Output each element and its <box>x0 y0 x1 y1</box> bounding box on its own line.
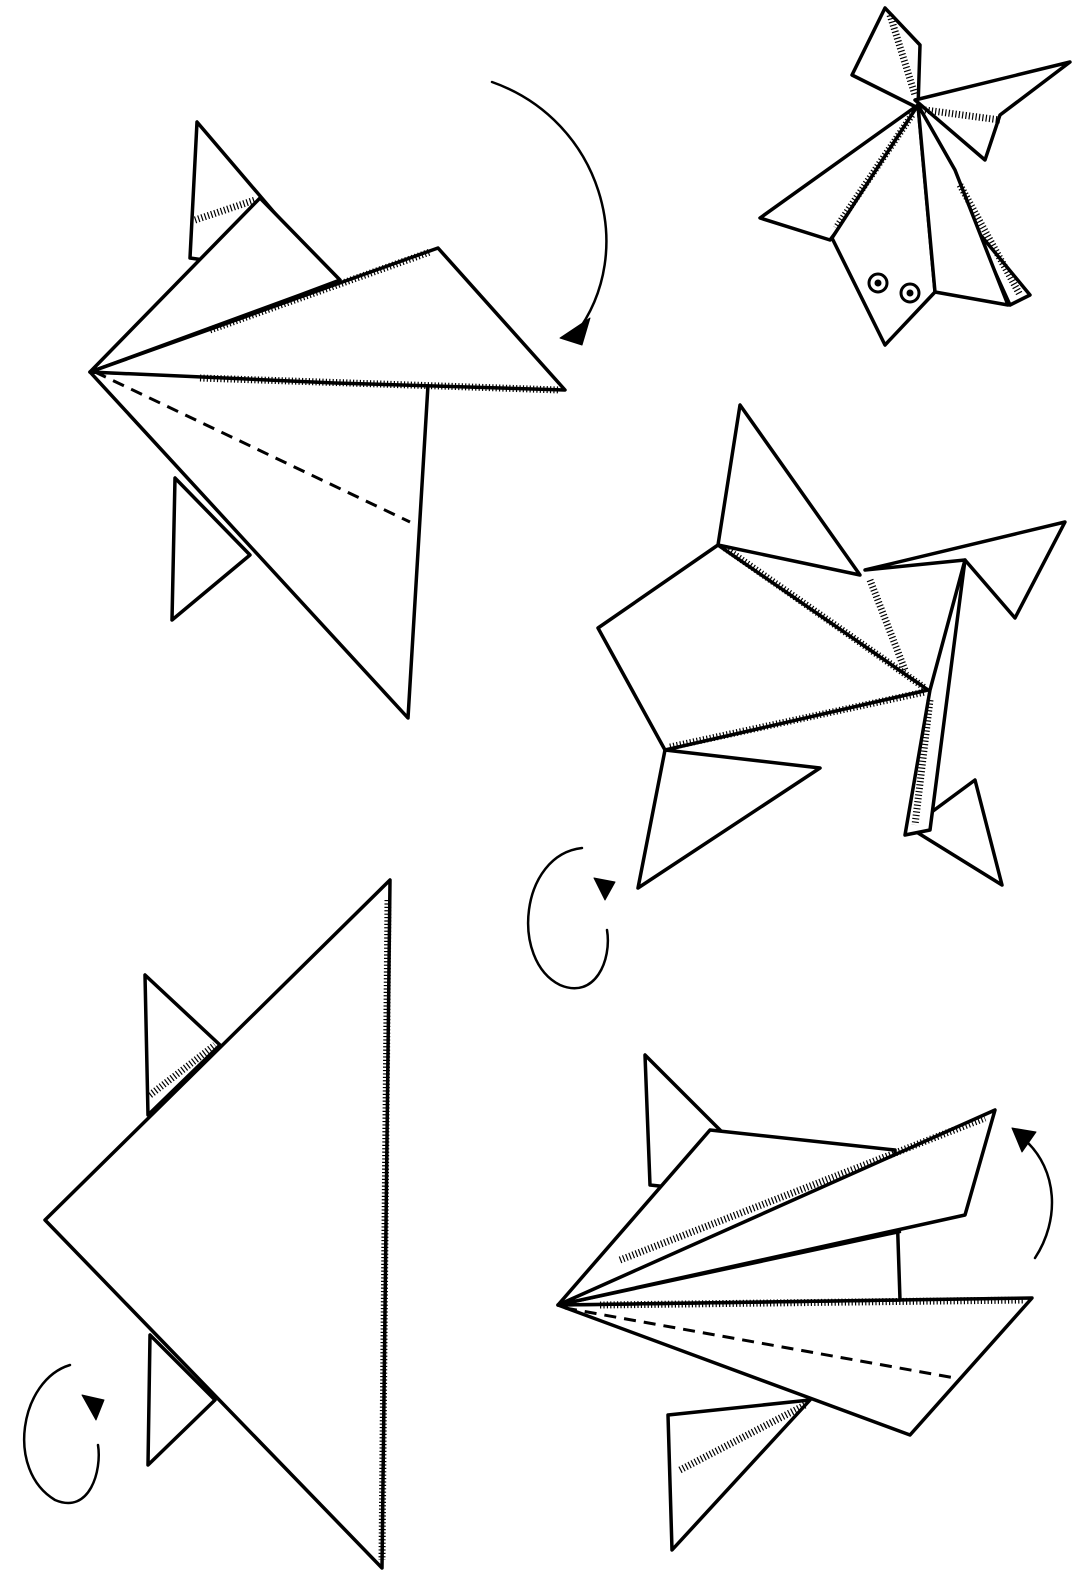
body-lower-flap <box>90 372 428 718</box>
fold-arrow-icon <box>1025 1140 1052 1258</box>
arrowhead-icon <box>560 318 590 345</box>
step-turn-over <box>24 880 390 1568</box>
step-fold-wing-down <box>90 82 606 718</box>
frog-pupil-right <box>907 290 914 297</box>
front-leg-lower <box>638 750 820 888</box>
front-leg-upper <box>718 405 860 575</box>
arrowhead-icon <box>82 1395 104 1420</box>
finished-frog <box>760 8 1070 345</box>
frog-pupil-left <box>875 280 882 287</box>
fold-arrow-icon <box>492 82 606 335</box>
body-triangle <box>45 880 390 1568</box>
arrowhead-icon <box>594 878 615 900</box>
step-fold-wing-up <box>558 1055 1052 1550</box>
turn-over-arrow-icon <box>528 848 608 988</box>
step-turn-over-again <box>528 405 1065 988</box>
back-leg-lower <box>668 1400 810 1550</box>
frog-body <box>598 545 928 750</box>
turn-over-arrow-icon <box>24 1365 99 1503</box>
frog-back-leg-upper <box>852 8 920 108</box>
